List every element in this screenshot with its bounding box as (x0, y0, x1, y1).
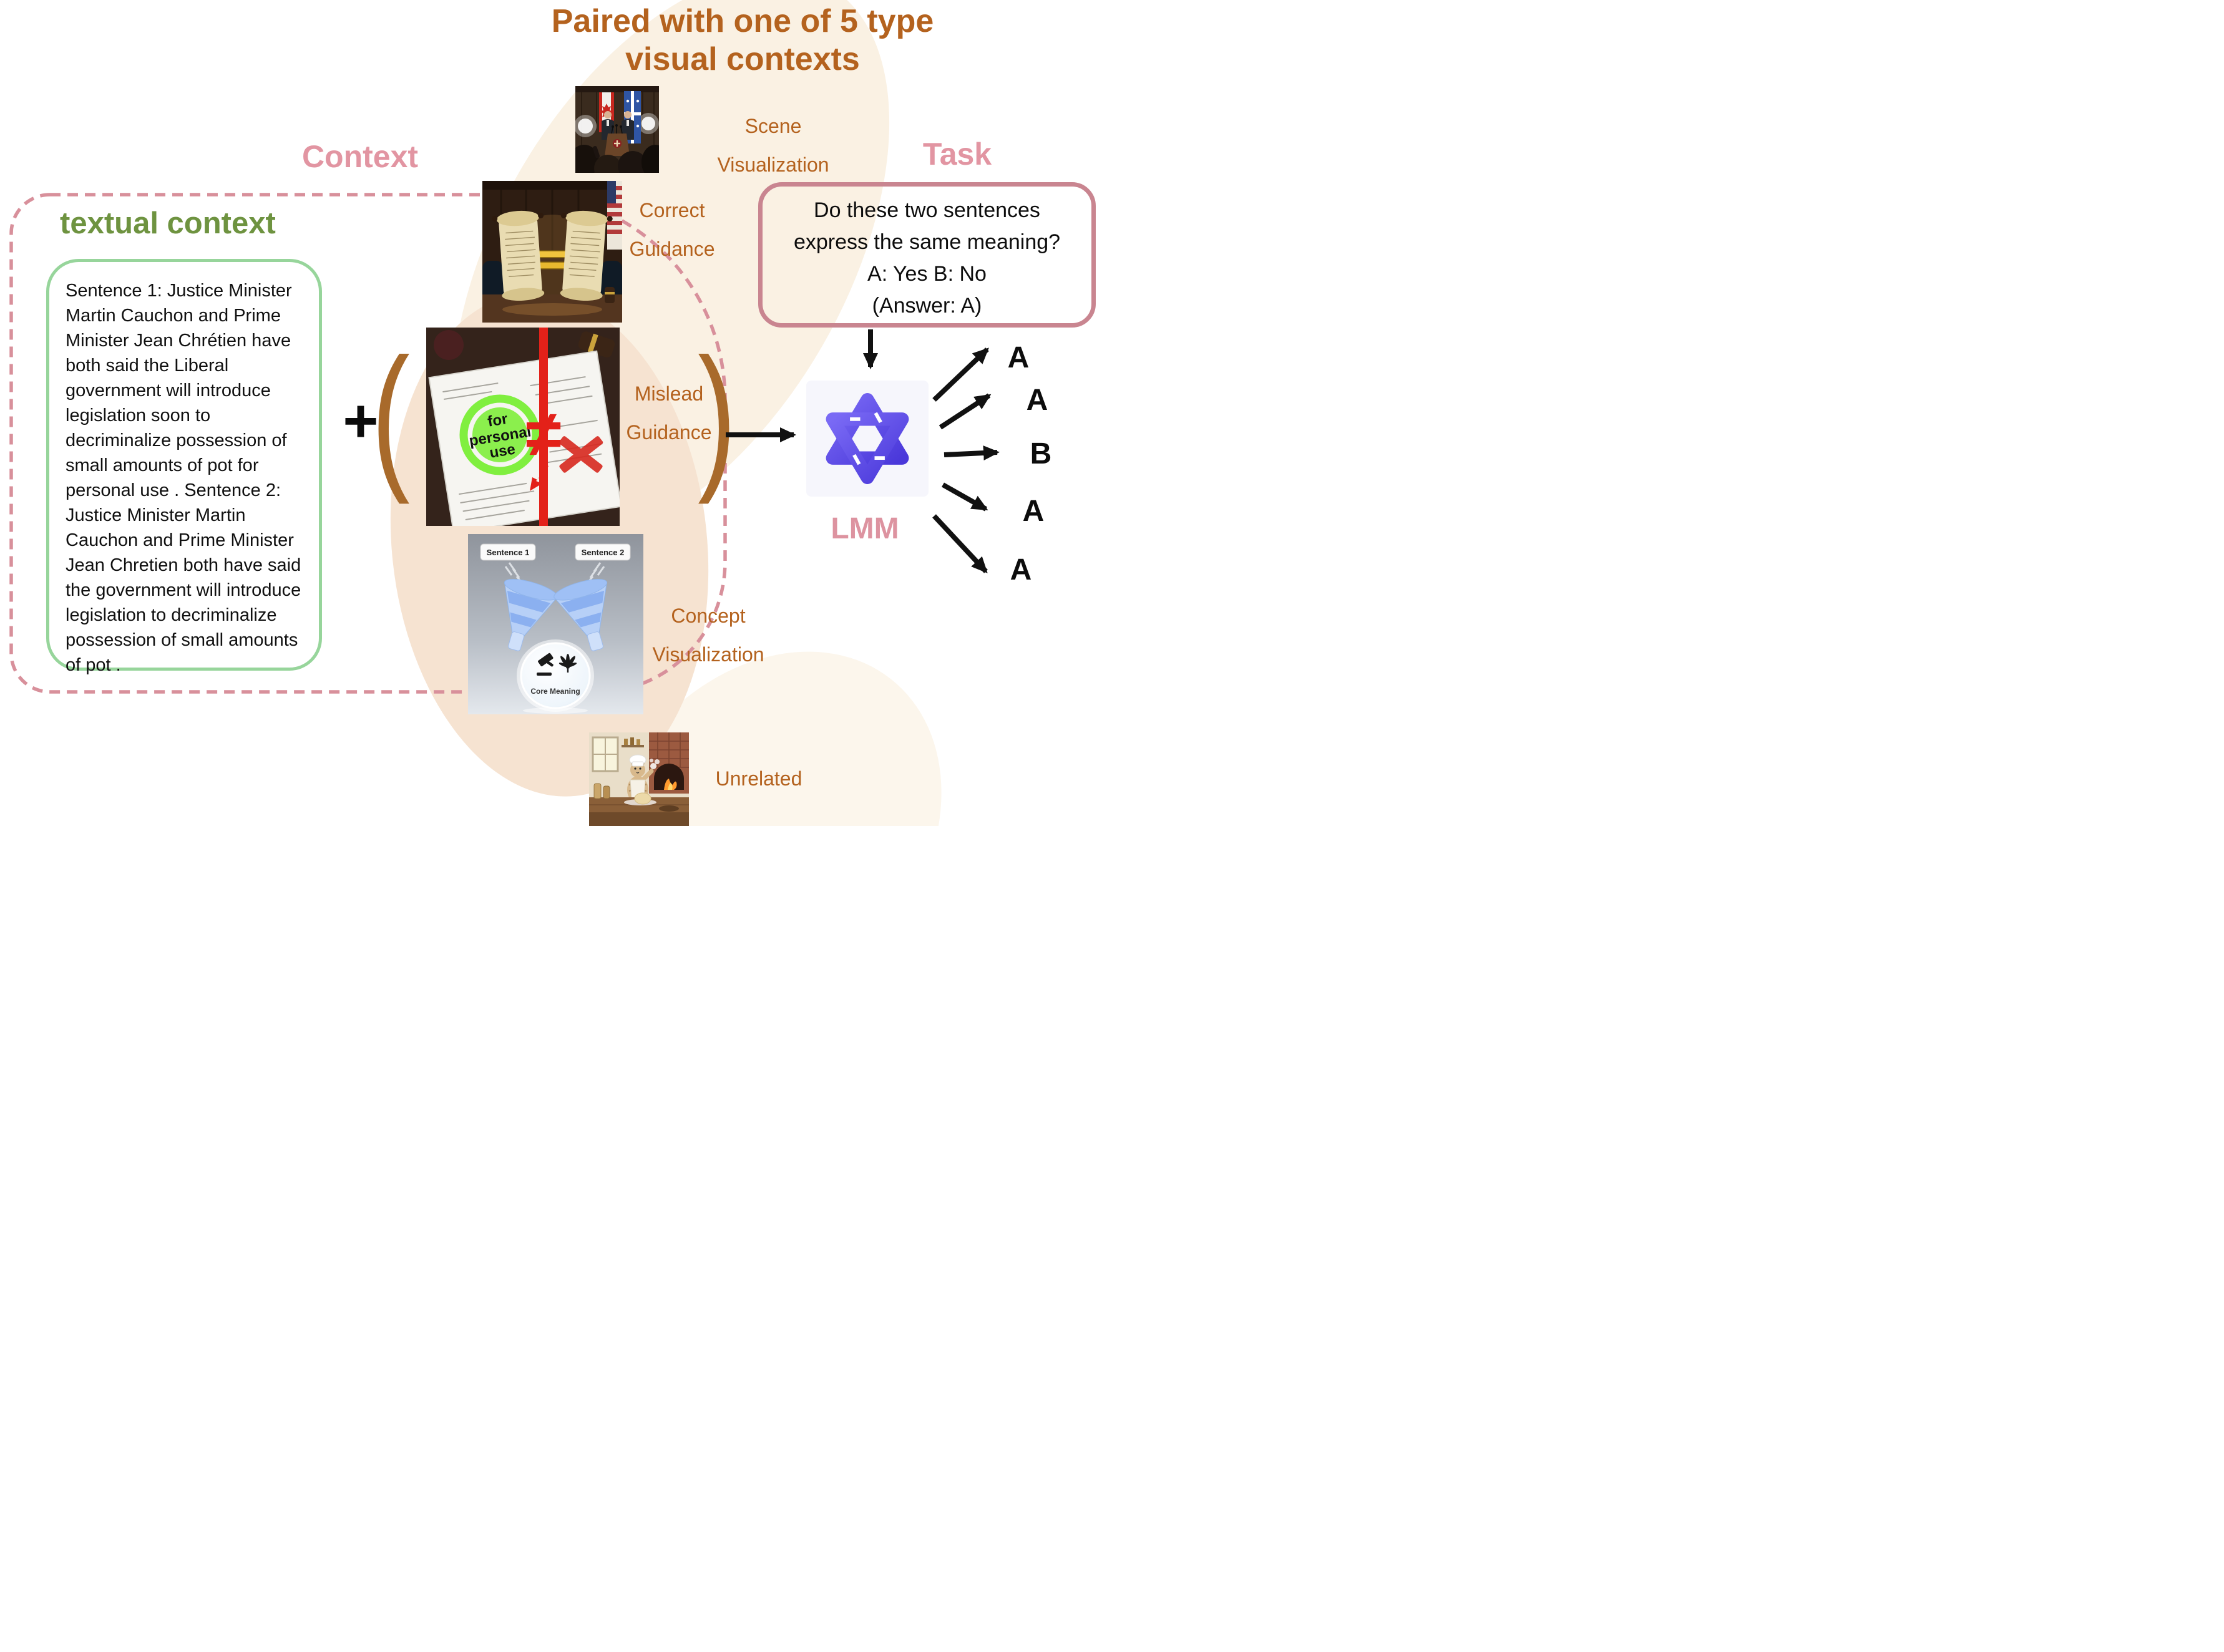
textual-context-box: Sentence 1: Justice Minister Martin Cauc… (46, 259, 322, 675)
unrelated-label: Unrelated (684, 767, 834, 790)
not-equal-icon: ≠ (525, 398, 561, 470)
funnel-right (553, 579, 608, 651)
lmm-label: LMM (831, 512, 899, 545)
task-question-line2: express the same meaning? (793, 230, 1061, 254)
textual-context-heading: textual context (60, 206, 276, 240)
us-flag (607, 181, 622, 250)
scene-label-line2: Visualization (717, 153, 829, 176)
answer-1: A (1007, 341, 1030, 374)
mislead-guidance-image: for personal use ≠ (426, 328, 620, 526)
podium (605, 124, 630, 156)
concept-visualization-label: Concept Visualization (615, 596, 802, 674)
lmm-answer-arrow-1 (932, 347, 989, 402)
lmm-answer-arrow-3 (944, 445, 1000, 461)
camera-light-left (578, 119, 593, 134)
concept-label-line2: Visualization (652, 643, 764, 666)
sentence1-chip-text: Sentence 1 (487, 548, 530, 557)
concept-label-line1: Concept (671, 605, 746, 627)
scene-visualization-image (575, 86, 659, 173)
sentence2-chip: Sentence 2 (575, 543, 631, 561)
core-meaning-orb: Core Meaning (517, 639, 594, 712)
gavel-head-dark (434, 330, 464, 360)
mislead-label-line1: Mislead (634, 382, 704, 405)
page-title-line2: visual contexts (625, 41, 860, 77)
kitchen-window (592, 736, 619, 772)
green-highlight-circle: for personal use (459, 394, 540, 475)
badge-text-line3: use (489, 441, 517, 462)
correct-label-line1: Correct (639, 199, 705, 221)
task-question-line1: Do these two sentences (814, 198, 1040, 222)
figure-canvas: Paired with one of 5 type visual context… (0, 0, 1112, 826)
left-bracket: ( (371, 324, 410, 505)
task-options-line: A: Yes B: No (867, 262, 987, 286)
scroll-left (492, 210, 545, 301)
context-heading: Context (301, 139, 419, 174)
gavel-gold (578, 331, 615, 357)
task-answer-line: (Answer: A) (872, 294, 982, 318)
unrelated-image (589, 732, 689, 826)
scene-label-line1: Scene (744, 115, 802, 137)
lmm-answer-arrow-5 (932, 514, 988, 573)
plus-sign: + (343, 386, 379, 455)
unrelated-label-line1: Unrelated (715, 767, 802, 790)
crowd-silhouettes (575, 145, 659, 173)
answer-3: B (1030, 437, 1052, 470)
camera-light-right (641, 117, 655, 130)
lmm-logo-box (806, 381, 929, 497)
mislead-guidance-label: Mislead Guidance (591, 374, 747, 452)
gavel (605, 287, 615, 303)
correct-guidance-label: Correct Guidance (594, 191, 750, 268)
sentence1-chip: Sentence 1 (480, 543, 536, 561)
mislead-label-line2: Guidance (626, 421, 712, 444)
lmm-answer-arrow-4 (942, 482, 988, 512)
red-x-stamp (558, 436, 603, 473)
correct-guidance-image (482, 181, 622, 323)
badge-text-line1: for (486, 411, 509, 430)
red-down-arrow-icon (530, 465, 549, 491)
counter (589, 783, 689, 826)
task-question-box: Do these two sentences express the same … (758, 182, 1096, 328)
answer-4: A (1022, 495, 1045, 528)
task-heading: Task (922, 137, 992, 172)
answer-5: A (1010, 553, 1032, 586)
concept-visualization-image: Sentence 1 Sentence 2 (468, 534, 643, 714)
right-bracket: ) (698, 324, 736, 505)
gavel-icon (537, 653, 554, 676)
scene-visualization-label: Scene Visualization (680, 107, 867, 184)
core-meaning-text: Core Meaning (530, 687, 580, 696)
page-title-line1: Paired with one of 5 type (551, 3, 934, 39)
funnel-left (504, 579, 558, 651)
page-title: Paired with one of 5 type visual context… (431, 2, 1055, 79)
scroll-right (560, 210, 613, 301)
cannabis-leaf-icon (558, 654, 577, 673)
lmm-answer-arrow-2 (939, 393, 992, 430)
answer-2: A (1026, 384, 1048, 417)
sentence2-chip-text: Sentence 2 (582, 548, 625, 557)
lmm-logo-icon (826, 393, 909, 484)
correct-label-line2: Guidance (629, 238, 715, 260)
red-divider-stripe (539, 328, 548, 526)
textual-context-sentences: Sentence 1: Justice Minister Martin Cauc… (66, 281, 301, 675)
